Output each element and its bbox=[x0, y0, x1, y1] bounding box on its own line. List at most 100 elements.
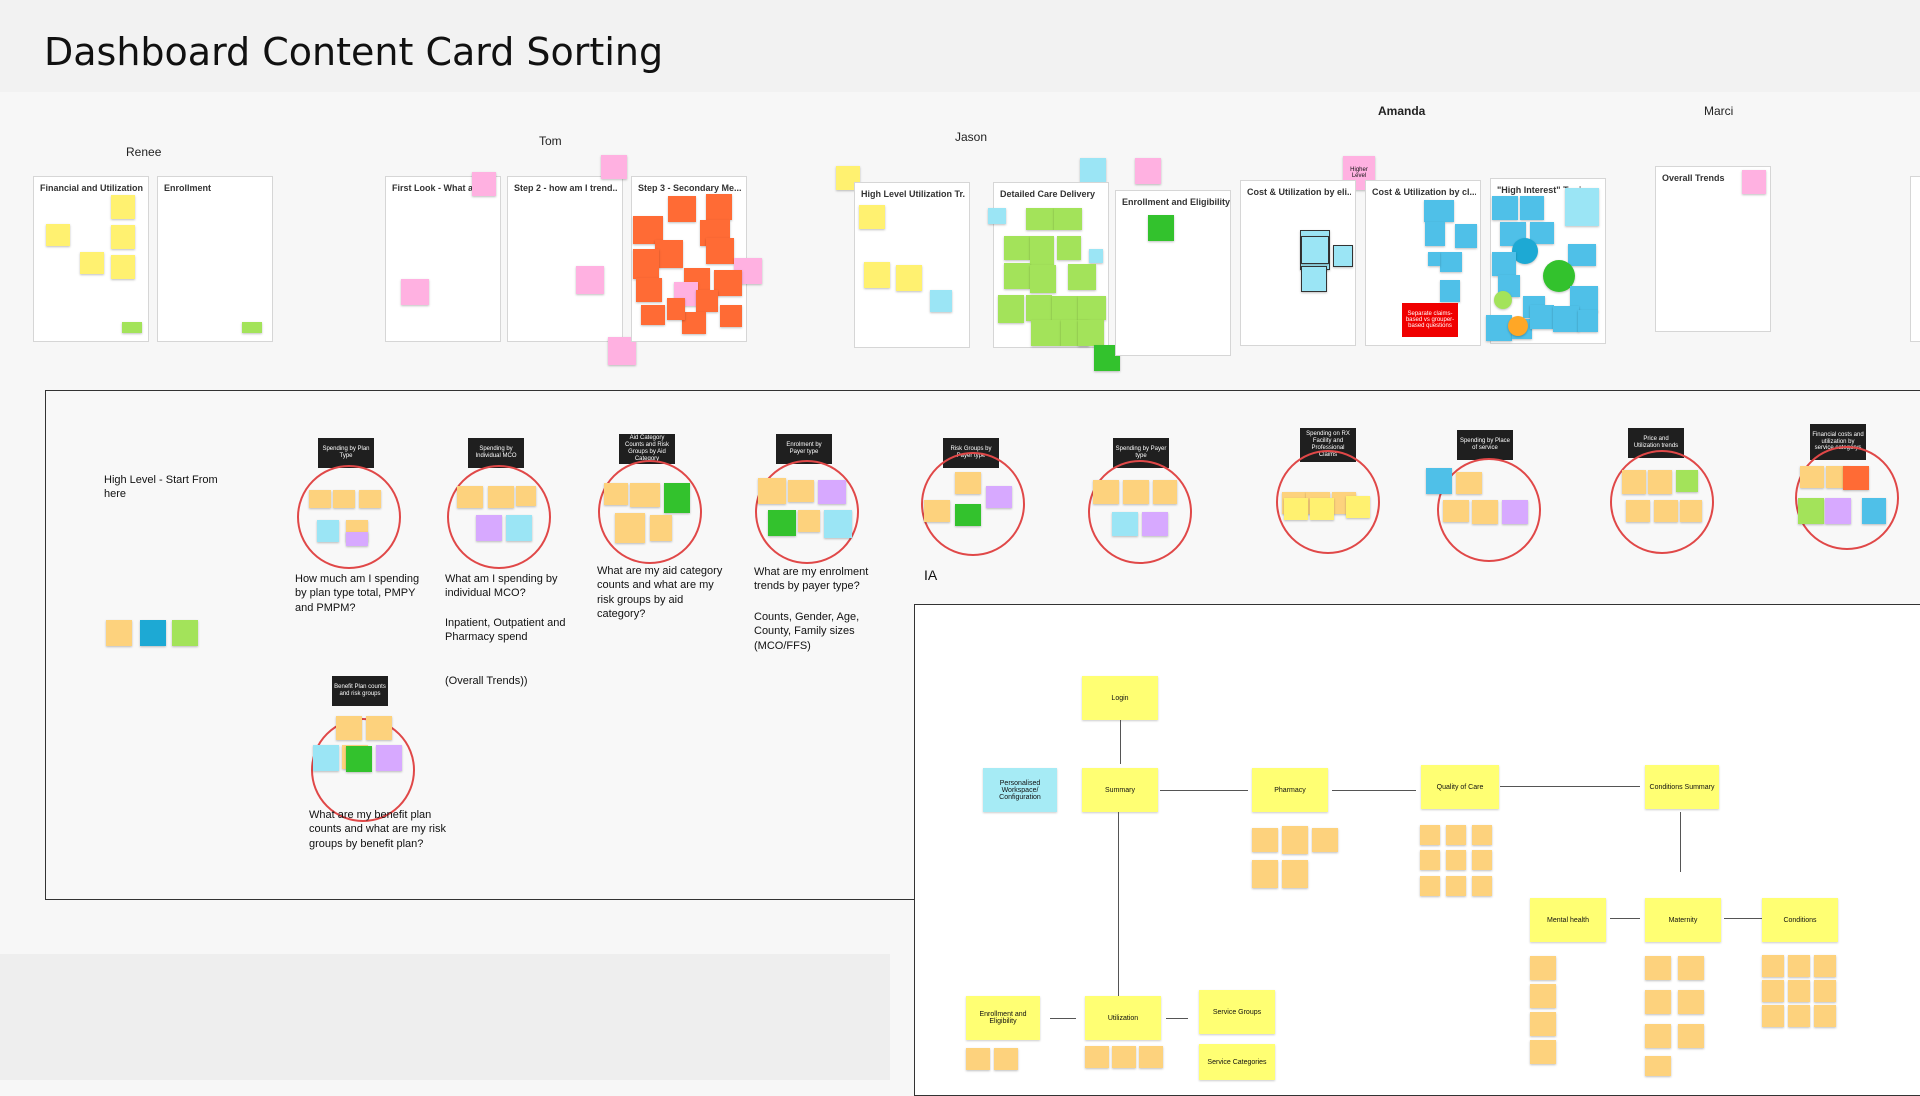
sticky-note[interactable] bbox=[955, 504, 981, 526]
sticky-circle[interactable] bbox=[1512, 238, 1538, 264]
sticky-note[interactable] bbox=[1252, 860, 1278, 888]
separate-claims-note[interactable]: Separate claims-based vs grouper-based q… bbox=[1402, 303, 1458, 337]
sticky-note[interactable] bbox=[1123, 480, 1149, 504]
sticky-circle[interactable] bbox=[1543, 260, 1575, 292]
sticky-note[interactable] bbox=[1446, 850, 1466, 870]
sticky-note[interactable] bbox=[758, 478, 786, 504]
sticky-note[interactable] bbox=[1282, 860, 1308, 888]
sticky-note[interactable] bbox=[824, 510, 852, 538]
sticky-note[interactable] bbox=[242, 322, 262, 333]
sticky-circle[interactable] bbox=[1508, 316, 1528, 336]
sticky-note[interactable] bbox=[930, 290, 952, 312]
sticky-note[interactable] bbox=[604, 483, 628, 505]
sticky-note[interactable] bbox=[1440, 252, 1462, 272]
sticky-note[interactable] bbox=[1502, 500, 1528, 524]
sticky-note[interactable] bbox=[1026, 295, 1052, 321]
ia-node-summary[interactable]: Summary bbox=[1082, 768, 1158, 812]
sticky-note[interactable] bbox=[1762, 955, 1784, 977]
sticky-note[interactable] bbox=[1148, 215, 1174, 241]
ia-node-conditions[interactable]: Conditions bbox=[1762, 898, 1838, 942]
ia-node-maternity[interactable]: Maternity bbox=[1645, 898, 1721, 942]
sticky-note[interactable] bbox=[1446, 825, 1466, 845]
sticky-note[interactable] bbox=[476, 515, 502, 541]
sticky-note[interactable] bbox=[1492, 196, 1518, 220]
sticky-note[interactable] bbox=[488, 486, 514, 508]
sticky-note[interactable] bbox=[667, 298, 685, 320]
sticky-note[interactable] bbox=[1420, 825, 1440, 845]
sticky-note[interactable] bbox=[1843, 466, 1869, 490]
sticky-note[interactable] bbox=[641, 305, 665, 325]
sticky-note[interactable] bbox=[111, 225, 135, 249]
sticky-note[interactable] bbox=[986, 486, 1012, 508]
sticky-note[interactable] bbox=[359, 490, 381, 508]
sticky-note[interactable] bbox=[1472, 500, 1498, 524]
sticky-note[interactable] bbox=[1825, 498, 1851, 524]
sticky-note[interactable] bbox=[346, 746, 372, 772]
sticky-note[interactable] bbox=[1052, 296, 1078, 320]
sticky-note[interactable] bbox=[1080, 158, 1106, 184]
sticky-note[interactable] bbox=[1112, 512, 1138, 536]
sticky-note[interactable] bbox=[633, 249, 659, 279]
sticky-note[interactable] bbox=[896, 265, 922, 291]
ia-node-utilization[interactable]: Utilization bbox=[1085, 996, 1161, 1040]
sticky-note[interactable] bbox=[818, 480, 846, 504]
sticky-note[interactable] bbox=[1472, 876, 1492, 896]
sticky-note[interactable] bbox=[1310, 498, 1334, 520]
sticky-note[interactable] bbox=[1252, 828, 1278, 852]
ia-node-pharmacy[interactable]: Pharmacy bbox=[1252, 768, 1328, 812]
ia-node-service-groups[interactable]: Service Groups bbox=[1199, 990, 1275, 1034]
sticky-note[interactable] bbox=[472, 172, 496, 196]
sticky-note[interactable] bbox=[1530, 1012, 1556, 1036]
sticky-note[interactable] bbox=[650, 515, 672, 541]
cluster-circle[interactable] bbox=[1088, 460, 1192, 564]
sticky-note[interactable] bbox=[1472, 850, 1492, 870]
sticky-note[interactable] bbox=[1788, 980, 1810, 1002]
sticky-note[interactable] bbox=[366, 716, 392, 740]
ia-node-quality[interactable]: Quality of Care bbox=[1421, 765, 1499, 809]
sticky-note[interactable] bbox=[1139, 1046, 1163, 1068]
sticky-note[interactable] bbox=[1346, 496, 1370, 518]
sticky-note[interactable] bbox=[1553, 306, 1579, 332]
sticky-note[interactable] bbox=[1814, 955, 1836, 977]
sticky-note[interactable] bbox=[798, 510, 820, 532]
sticky-note[interactable] bbox=[706, 238, 734, 264]
sticky-note[interactable] bbox=[1093, 480, 1119, 504]
sticky-note[interactable] bbox=[1530, 956, 1556, 980]
sticky-note[interactable] bbox=[1068, 264, 1096, 290]
sticky-note[interactable] bbox=[1425, 222, 1445, 246]
sticky-note[interactable] bbox=[1301, 266, 1327, 292]
sticky-note[interactable] bbox=[1645, 1056, 1671, 1076]
sticky-note[interactable] bbox=[46, 224, 70, 246]
sticky-note[interactable] bbox=[336, 716, 362, 740]
sticky-note[interactable] bbox=[1530, 984, 1556, 1008]
sticky-note[interactable] bbox=[1312, 828, 1338, 852]
sticky-note[interactable] bbox=[696, 290, 718, 312]
sticky-note[interactable] bbox=[576, 266, 604, 294]
sticky-note[interactable] bbox=[1678, 956, 1704, 980]
ia-node-personalised[interactable]: Personalised Workspace/ Configuration bbox=[983, 768, 1057, 812]
ia-node-conditions-summary[interactable]: Conditions Summary bbox=[1645, 765, 1719, 809]
sticky-note[interactable] bbox=[1078, 296, 1106, 320]
sticky-note[interactable] bbox=[1446, 876, 1466, 896]
sticky-note[interactable] bbox=[1788, 955, 1810, 977]
sticky-note[interactable] bbox=[1492, 252, 1516, 276]
sticky-note[interactable] bbox=[1085, 1046, 1109, 1068]
sticky-note[interactable] bbox=[1004, 263, 1030, 289]
sticky-note[interactable] bbox=[655, 240, 683, 268]
sticky-note[interactable] bbox=[1680, 500, 1702, 522]
sticky-circle[interactable] bbox=[1494, 291, 1512, 309]
sticky-note[interactable] bbox=[1440, 280, 1460, 302]
sticky-note[interactable] bbox=[309, 490, 331, 508]
sticky-note[interactable] bbox=[1030, 236, 1054, 266]
sticky-note[interactable] bbox=[1678, 1024, 1704, 1048]
sticky-note[interactable] bbox=[1814, 1005, 1836, 1027]
sticky-note[interactable] bbox=[1455, 224, 1477, 248]
ia-node-enrollment[interactable]: Enrollment and Eligibility bbox=[966, 996, 1040, 1040]
cluster-circle[interactable] bbox=[1276, 450, 1380, 554]
sticky-note[interactable] bbox=[1645, 1024, 1671, 1048]
sticky-note[interactable] bbox=[988, 208, 1006, 224]
sticky-note[interactable] bbox=[788, 480, 814, 502]
cluster-circle[interactable] bbox=[447, 465, 551, 569]
sticky-note[interactable] bbox=[346, 532, 368, 546]
sticky-note[interactable] bbox=[1578, 310, 1598, 332]
